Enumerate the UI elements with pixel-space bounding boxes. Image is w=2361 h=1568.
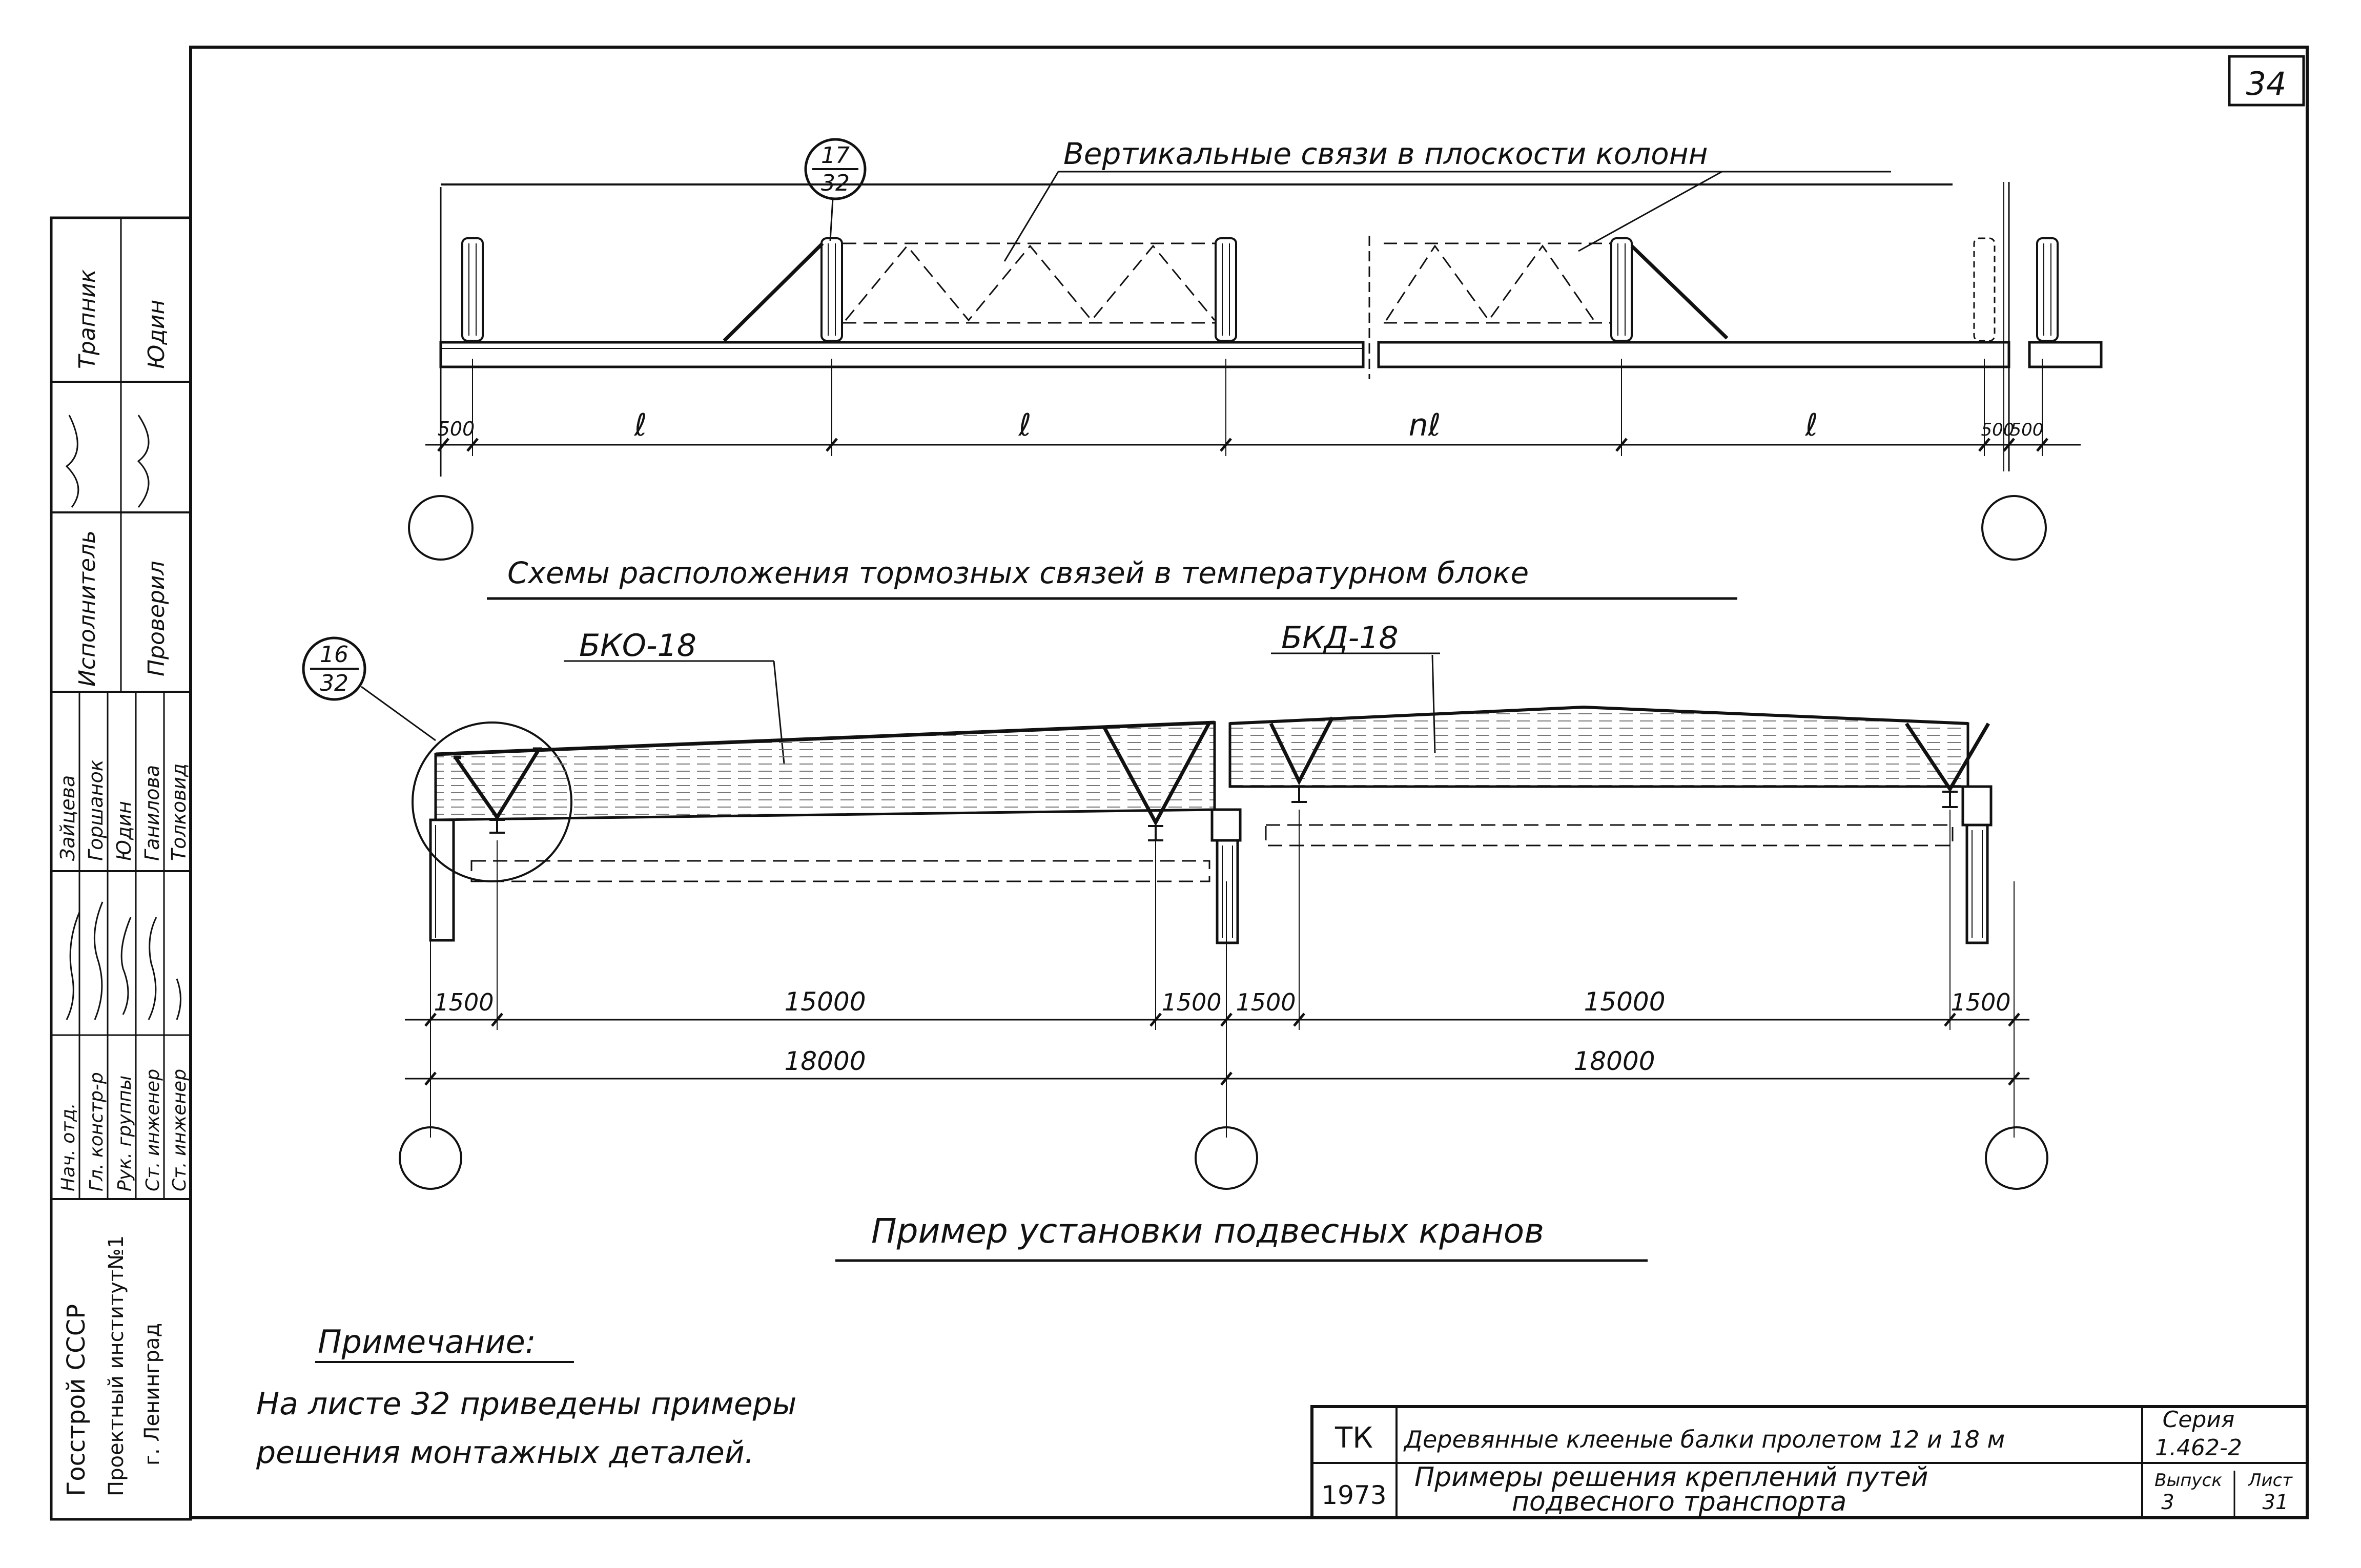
bottom-title: Пример установки подвесных кранов (871, 1211, 1544, 1251)
tb-issue-label: Выпуск (2154, 1470, 2222, 1491)
left-stamp: Госстрой СССР Проектный институт№1 г. Ле… (50, 216, 192, 1521)
dim-b2-1: 18000 (1573, 1046, 1655, 1076)
dim-b1-5: 1500 (1951, 988, 2010, 1016)
dim-b1-0: 1500 (434, 988, 494, 1016)
axis-circle-a (399, 1126, 462, 1190)
dim-top-4: ℓ (1805, 407, 1818, 443)
callout-top-den: 32 (821, 170, 850, 196)
column-5 (1973, 237, 1996, 342)
tb-line-3: подвесного транспорта (1512, 1487, 1846, 1517)
note-line-1: На листе 32 приведены примеры (256, 1386, 796, 1422)
dim-b1-1: 15000 (784, 987, 866, 1017)
org-line-1: Госстрой СССР (62, 1304, 91, 1496)
callout-16-32: 16 32 (302, 636, 436, 741)
column-3 (1215, 237, 1237, 342)
page-number: 34 (2246, 65, 2287, 102)
crane-right (1265, 824, 1954, 847)
dim-top-3: nℓ (1409, 407, 1441, 443)
role-5: Ст. инженер (169, 1069, 190, 1191)
note-heading: Примечание: (318, 1323, 536, 1360)
crane-left (470, 860, 1210, 882)
dim-b2-0: 18000 (784, 1046, 866, 1076)
axis-circle-b (1195, 1126, 1258, 1190)
top-diagram: Вертикальные связи в плоскости колонн 17… (408, 136, 2103, 600)
callout-bot-den: 32 (320, 670, 348, 696)
callout-17-32: 17 32 (804, 138, 867, 241)
signatures (66, 901, 181, 1020)
tb-series-value: 1.462-2 (2155, 1435, 2242, 1461)
title-block: ТК 1973 Деревянные клееные балки пролето… (1310, 1405, 2309, 1519)
column-6 (2036, 237, 2059, 342)
column-a (429, 818, 455, 942)
dim-b1-2: 1500 (1161, 988, 1221, 1016)
dim-top-1: ℓ (634, 407, 647, 443)
callout-top-num: 17 (821, 142, 850, 169)
exec-label: Исполнитель (74, 530, 100, 687)
role-2: Гл. констр-р (86, 1072, 107, 1191)
dim-top-2: ℓ (1018, 407, 1032, 443)
check-name: Юдин (143, 300, 170, 369)
tb-sheet-value: 31 (2263, 1491, 2289, 1514)
tb-line-1: Деревянные клееные балки пролетом 12 и 1… (1403, 1426, 2005, 1453)
tb-year: 1973 (1321, 1480, 1386, 1510)
dim-b1-3: 1500 (1236, 988, 1296, 1016)
check-label: Проверил (143, 561, 170, 676)
tb-sheet-label: Лист (2247, 1470, 2293, 1491)
role-1: Нач. отд. (58, 1103, 79, 1191)
beam-left-label: БКО-18 (579, 628, 696, 664)
vertical-bracing-2 (1384, 242, 1611, 324)
name-5: Толковид (168, 764, 190, 861)
exec-name: Трапник (74, 269, 100, 369)
axis-circle-top-right (1981, 495, 2047, 561)
column-4 (1610, 237, 1633, 342)
axis-circle-c (1985, 1126, 2048, 1190)
name-1: Зайцева (56, 775, 79, 861)
column-c (1961, 785, 1993, 944)
org-line-3: г. Ленинград (140, 1323, 164, 1466)
axis-circle-top-left (408, 495, 474, 561)
note-line-2: решения монтажных деталей. (256, 1435, 754, 1471)
vertical-bracing-label: Вертикальные связи в плоскости колонн (1063, 136, 1708, 171)
column-b (1210, 808, 1242, 944)
note: Примечание: На листе 32 приведены пример… (256, 1323, 796, 1471)
name-2: Горшанок (85, 759, 107, 861)
name-3: Юдин (113, 801, 135, 861)
dim-top-0: 500 (438, 418, 475, 440)
role-4: Ст. инженер (142, 1069, 163, 1191)
tb-issue-value: 3 (2161, 1491, 2174, 1514)
column-2 (820, 237, 843, 342)
dim-top-6: 500 (2010, 420, 2044, 440)
hangers (454, 716, 1990, 827)
beam-right-label: БКД-18 (1281, 620, 1399, 656)
callout-bot-num: 16 (320, 642, 348, 668)
role-3: Рук. группы (114, 1076, 135, 1191)
tb-line-2: Примеры решения креплений путей (1414, 1462, 1928, 1493)
stamp-signatures (65, 415, 150, 508)
org-line-2: Проектный институт№1 (105, 1235, 128, 1496)
dim-b1-4: 15000 (1584, 987, 1665, 1017)
column-1 (461, 237, 484, 342)
dim-top-5: 500 (1981, 420, 2015, 440)
bottom-diagram: 16 32 БКО-18 БКД-18 (302, 620, 2048, 1262)
vertical-bracing-1 (843, 242, 1216, 324)
tb-series-label: Серия (2163, 1407, 2235, 1433)
name-4: Ганилова (141, 765, 163, 861)
tb-code: ТК (1335, 1421, 1373, 1455)
top-title: Схемы расположения тормозных связей в те… (507, 555, 1529, 590)
